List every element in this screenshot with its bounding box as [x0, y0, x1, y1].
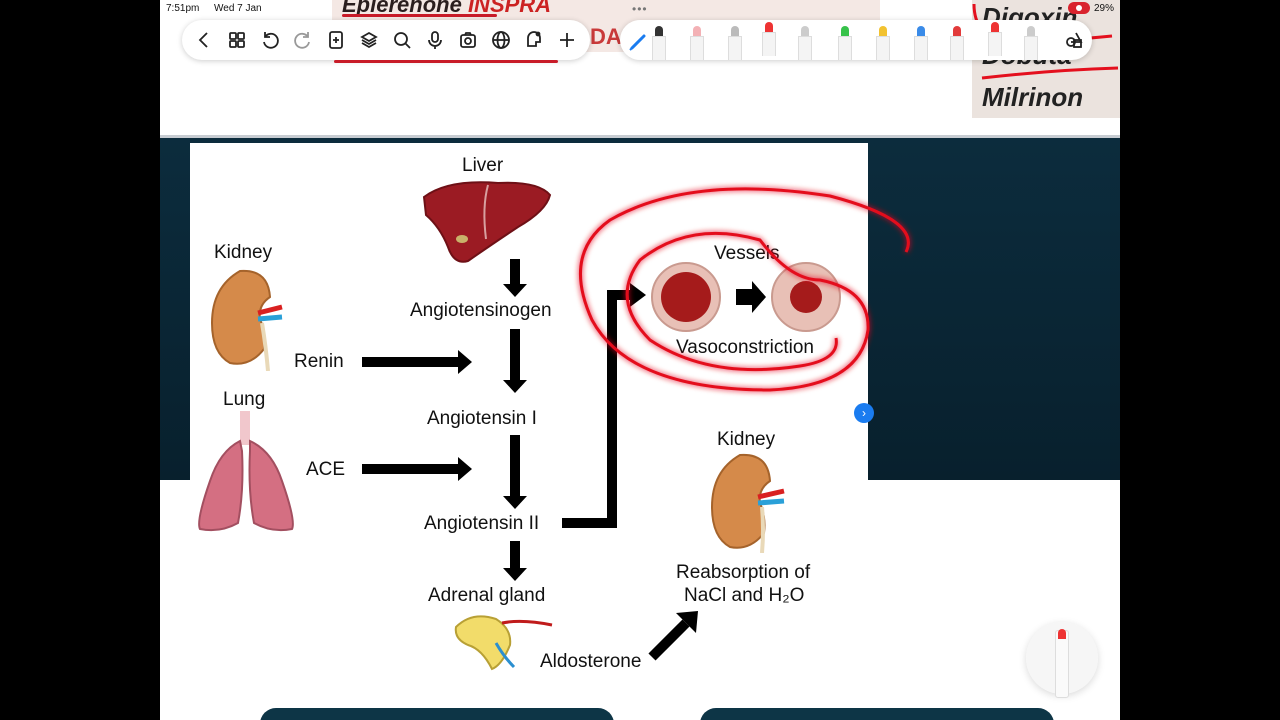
green-highlighter-icon[interactable]	[838, 26, 852, 60]
arrow-ace	[362, 457, 472, 481]
handwritten-underline	[342, 14, 497, 17]
handwritten-underline-toolbar	[334, 60, 558, 63]
more-options-dots[interactable]: •••	[632, 2, 648, 16]
label-vessels: Vessels	[714, 243, 780, 264]
drug-name-text: Eplerenone INSPRA	[342, 0, 551, 18]
label-adrenal-gland: Adrenal gland	[428, 585, 546, 606]
navigation-toolbar	[182, 20, 590, 60]
label-vasoconstriction: Vasoconstriction	[676, 337, 814, 358]
label-renin: Renin	[294, 351, 344, 372]
partial-slide-text: DA	[590, 24, 622, 49]
next-slide-button[interactable]: ›	[854, 403, 874, 423]
snippet-line-3: Milrinon	[982, 82, 1084, 112]
kidney-right-illustration	[710, 453, 785, 553]
lung-illustration	[198, 411, 294, 532]
label-liver: Liver	[462, 155, 504, 176]
add-page-icon[interactable]	[322, 26, 350, 54]
vessels-illustration	[651, 262, 841, 332]
label-aldosterone: Aldosterone	[540, 651, 642, 672]
laser-pointer-icon[interactable]	[988, 22, 1002, 56]
label-kidney-left: Kidney	[214, 242, 273, 263]
plus-icon[interactable]	[553, 26, 581, 54]
bottom-card-left	[260, 708, 614, 720]
layers-icon[interactable]	[355, 26, 383, 54]
label-reabsorption-2: NaCl and H₂O	[684, 585, 805, 606]
camera-icon[interactable]	[454, 26, 482, 54]
label-lung: Lung	[223, 389, 266, 410]
status-date: Wed 7 Jan	[214, 3, 262, 14]
liver-illustration	[422, 181, 552, 263]
bottom-card-right	[700, 708, 1054, 720]
drug-brand: INSPRA	[467, 0, 552, 17]
blue-pen-icon[interactable]	[914, 26, 928, 60]
status-bar: 7:51pm Wed 7 Jan 29%	[160, 0, 1120, 18]
back-icon[interactable]	[190, 26, 218, 54]
pen-icon[interactable]	[762, 22, 776, 56]
grid-icon[interactable]	[223, 26, 251, 54]
screen-record-icon[interactable]	[1067, 2, 1090, 14]
ruler-icon[interactable]	[798, 26, 812, 60]
undo-icon[interactable]	[256, 26, 284, 54]
floating-pen-tool[interactable]	[1026, 622, 1098, 698]
assistant-icon[interactable]	[520, 26, 548, 54]
redo-icon[interactable]	[289, 26, 317, 54]
arrow-angiotensin-2-to-vessels	[562, 283, 646, 528]
label-angiotensin-2: Angiotensin II	[424, 513, 540, 534]
arrow-to-angiotensin-2	[503, 435, 527, 509]
pen-icon	[1055, 629, 1069, 698]
search-icon[interactable]	[388, 26, 416, 54]
status-right: 29%	[1067, 2, 1114, 14]
label-reabsorption-1: Reabsorption of	[676, 562, 811, 583]
label-angiotensin-1: Angiotensin I	[427, 408, 537, 429]
status-time: 7:51pm	[166, 3, 200, 14]
label-angiotensinogen: Angiotensinogen	[410, 300, 552, 321]
drawing-tools-toolbar	[620, 20, 1092, 60]
handwritten-circle-annotation	[579, 187, 910, 392]
notes-app-screen: Eplerenone INSPRA DA ••• Digoxin Dobuta …	[160, 0, 1120, 720]
globe-icon[interactable]	[487, 26, 515, 54]
battery-level: 29%	[1093, 2, 1114, 14]
arrow-liver-to-angiotensinogen	[503, 259, 527, 297]
shapes-icon[interactable]	[1060, 26, 1088, 54]
label-kidney-right: Kidney	[717, 429, 776, 450]
microphone-icon[interactable]	[421, 26, 449, 54]
arrow-to-angiotensin-1	[503, 329, 527, 393]
drug-name: Eplerenone	[342, 0, 462, 17]
kidney-left-illustration	[210, 269, 283, 371]
yellow-highlighter-icon[interactable]	[876, 26, 890, 60]
arrow-renin	[362, 350, 472, 374]
adrenal-gland-illustration	[454, 615, 553, 671]
fountain-pen-icon[interactable]	[652, 26, 666, 60]
label-ace: ACE	[306, 459, 346, 480]
slide-top-border	[160, 135, 1120, 138]
select-pen-icon[interactable]	[628, 30, 650, 52]
pencil-icon[interactable]	[728, 26, 742, 60]
brush-icon[interactable]	[1024, 26, 1038, 60]
red-pen-icon[interactable]	[950, 26, 964, 60]
arrow-to-adrenal	[503, 541, 527, 581]
arrow-aldosterone-to-kidney	[648, 611, 698, 661]
eraser-icon[interactable]	[690, 26, 704, 60]
